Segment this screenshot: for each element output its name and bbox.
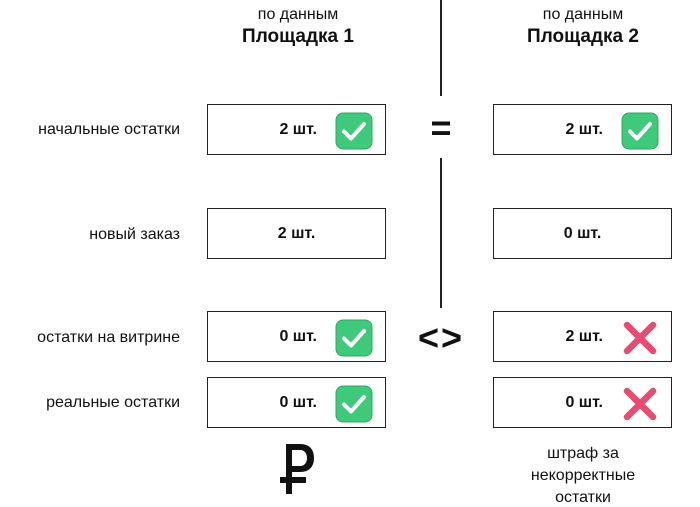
column-2-title: Площадка 2: [527, 26, 639, 47]
column-1-subtitle: по данным: [257, 6, 339, 23]
equals-operator: =: [430, 107, 452, 148]
value-showcase-stock-2: 2 шт.: [565, 327, 603, 345]
check-icon: [335, 385, 373, 423]
value-new-order-2: 0 шт.: [563, 224, 602, 242]
check-icon: [621, 112, 659, 150]
check-icon: [335, 319, 373, 357]
check-icon: [335, 112, 373, 150]
divider-line-top: [440, 0, 442, 96]
value-real-stock-1: 0 шт.: [279, 393, 317, 411]
row-label-new-order: новый заказ: [89, 226, 180, 243]
box-new-order-1: 2 шт.: [207, 208, 386, 259]
row-label-real-stock: реальные остатки: [46, 394, 180, 411]
value-real-stock-2: 0 шт.: [565, 393, 603, 411]
value-initial-stock-2: 2 шт.: [565, 120, 603, 138]
row-label-showcase-stock: остатки на витрине: [37, 329, 180, 346]
value-initial-stock-1: 2 шт.: [279, 120, 317, 138]
value-showcase-stock-1: 0 шт.: [279, 327, 317, 345]
not-equal-operator: <>: [417, 317, 465, 358]
value-new-order-1: 2 шт.: [277, 224, 316, 242]
row-label-initial-stock: начальные остатки: [38, 121, 180, 138]
box-real-stock-1: 0 шт.: [207, 377, 386, 428]
box-real-stock-2: 0 шт.: [493, 377, 672, 428]
column-header-1: по данным Площадка 1: [208, 4, 388, 48]
box-initial-stock-1: 2 шт.: [207, 104, 386, 155]
cross-icon: [621, 385, 659, 423]
penalty-note: штраф за некорректные остатки: [493, 443, 673, 507]
ruble-icon: ₽: [280, 444, 314, 494]
cross-icon: [621, 319, 659, 357]
column-header-2: по данным Площадка 2: [493, 4, 673, 48]
column-2-subtitle: по данным: [542, 6, 624, 23]
box-showcase-stock-2: 2 шт.: [493, 311, 672, 362]
box-showcase-stock-1: 0 шт.: [207, 311, 386, 362]
penalty-note-line: остатки: [555, 489, 611, 506]
box-new-order-2: 0 шт.: [493, 208, 672, 259]
box-initial-stock-2: 2 шт.: [493, 104, 672, 155]
column-1-title: Площадка 1: [242, 26, 354, 47]
penalty-note-line: некорректные: [530, 467, 636, 484]
divider-line-middle: [440, 158, 442, 308]
penalty-note-line: штраф за: [547, 445, 619, 462]
